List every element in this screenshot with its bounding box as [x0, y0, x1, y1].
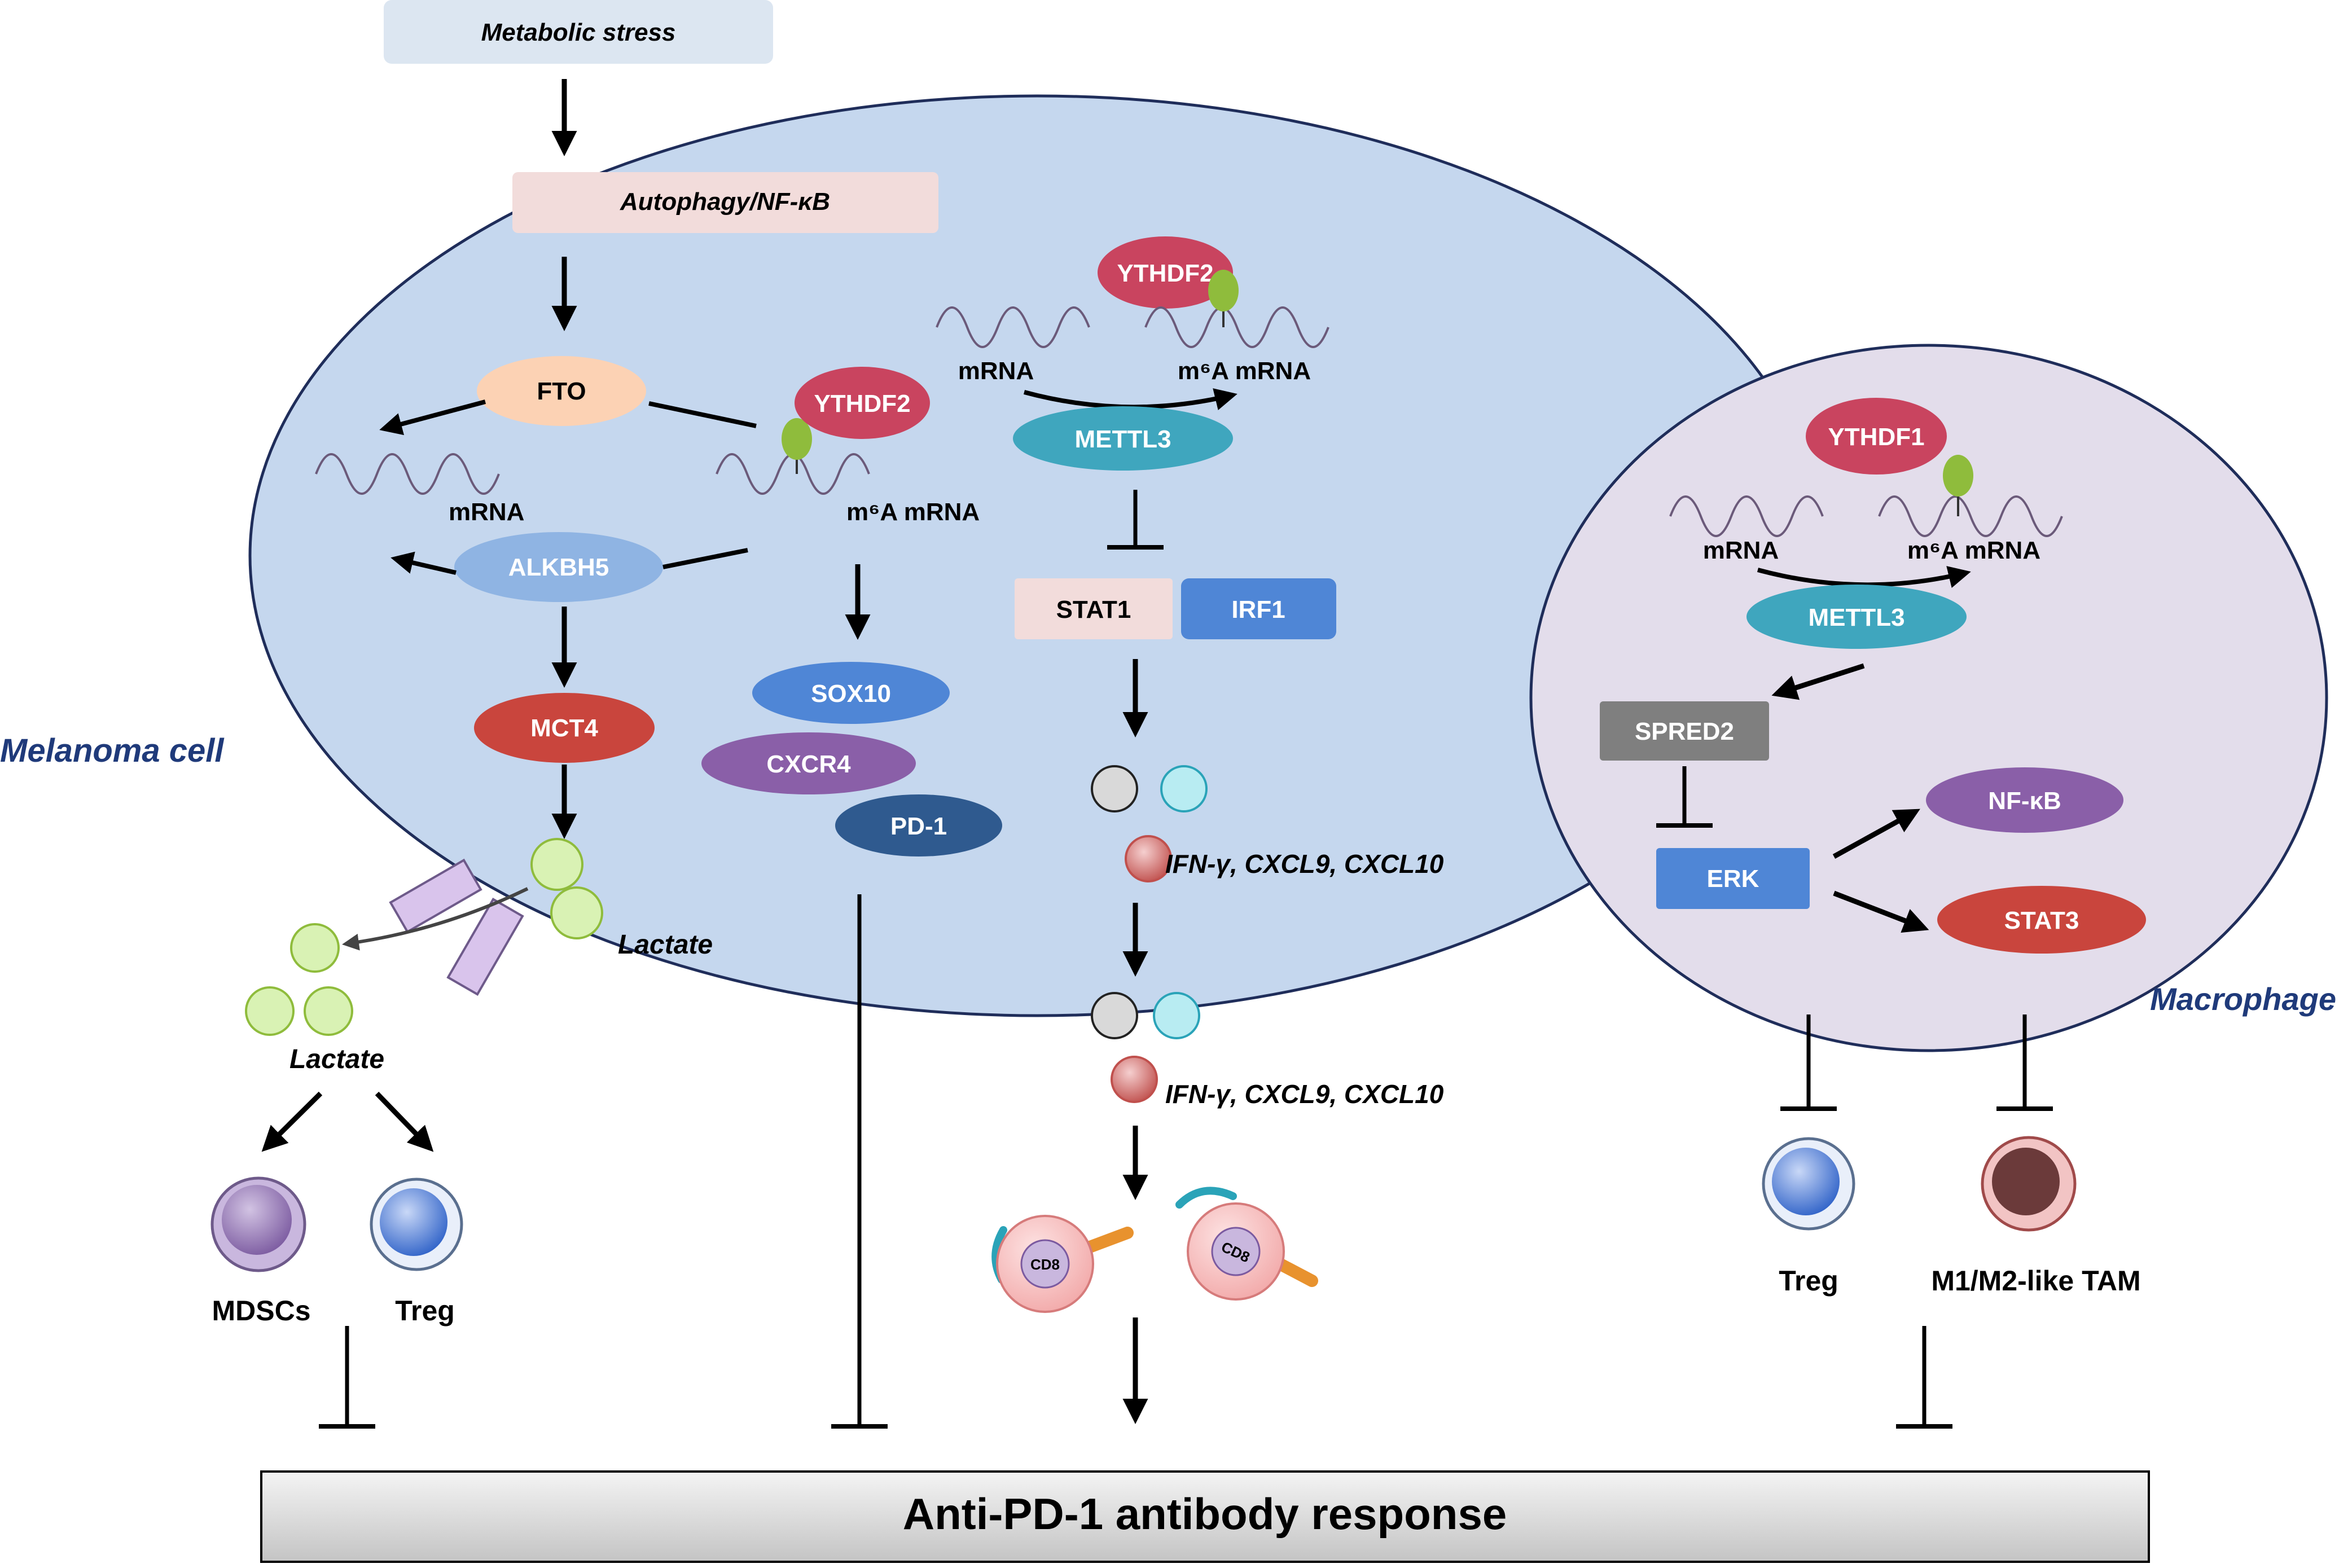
lactate-molecule-icon	[245, 986, 295, 1036]
stat1-box	[1015, 578, 1173, 639]
erk-box	[1656, 848, 1810, 909]
pd1-label: PD-1	[890, 812, 947, 840]
irf1-box	[1181, 578, 1336, 639]
ifn-cxcl-label-1: IFN-γ, CXCL9, CXCL10	[1165, 849, 1444, 879]
melanoma-cell-label: Melanoma cell	[0, 732, 225, 769]
spred2-box	[1600, 701, 1769, 761]
sox10-node	[752, 662, 950, 724]
fto-label: FTO	[537, 377, 586, 405]
m6a-mrna-label-macrophage: m⁶A mRNA	[1907, 537, 2040, 564]
mrna-label-right: mRNA	[958, 357, 1034, 385]
autophagy-label: Autophagy/NF-κB	[620, 188, 830, 216]
ythdf2-node-right	[1098, 236, 1233, 309]
alkbh5-demethylation-line	[662, 548, 748, 569]
arrow-erk-to-stat3	[1833, 890, 1929, 933]
lactate-molecule-icon	[290, 923, 340, 973]
cd8-label-1: CD8	[1030, 1256, 1060, 1273]
arrow-erk-to-nfkb	[1832, 809, 1920, 859]
arrow-mettl3-to-spred2	[1771, 663, 1865, 700]
arrow-alkbh5-to-mrna	[390, 551, 457, 575]
lactate-label-intracellular: Lactate	[618, 930, 713, 960]
macrophage-label: Macrophage	[2150, 981, 2336, 1017]
m6a-mrna-label-right: m⁶A mRNA	[1178, 357, 1311, 385]
cytokine-icon	[1125, 835, 1172, 882]
erk-label: ERK	[1707, 865, 1759, 893]
spred2-label: SPRED2	[1635, 718, 1734, 745]
mrna-wave-left	[315, 453, 500, 495]
cxcr4-label: CXCR4	[766, 750, 851, 778]
nfkb-label: NF-κB	[1988, 787, 2061, 815]
mrna-wave-macrophage	[1669, 495, 1824, 537]
mrna-label-macrophage: mRNA	[1703, 537, 1779, 564]
ythdf1-node	[1806, 398, 1947, 475]
cd8-t-cell-icon: CD8	[1175, 1187, 1318, 1301]
mct4-label: MCT4	[530, 714, 598, 742]
treg-nucleus-left	[380, 1188, 447, 1256]
mdsc-nucleus	[222, 1185, 292, 1255]
cd8-t-cell-icon: CD8	[991, 1215, 1134, 1313]
cytokine-icon	[1091, 992, 1138, 1039]
metabolic-stress-label: Metabolic stress	[481, 19, 676, 46]
stat1-label: STAT1	[1056, 596, 1131, 623]
fto-node	[477, 356, 646, 426]
cytokine-icon	[1153, 992, 1200, 1039]
stat3-node	[1937, 886, 2146, 954]
mettl3-node-melanoma	[1013, 406, 1233, 471]
mrna-label-left: mRNA	[449, 498, 524, 526]
ythdf2-node-left	[795, 367, 930, 439]
treg-label-right: Treg	[1779, 1265, 1838, 1297]
fto-demethylation-line	[648, 401, 757, 428]
mdscs-label: MDSCs	[212, 1295, 310, 1327]
ythdf1-label: YTHDF1	[1828, 423, 1924, 451]
ythdf2-label-right: YTHDF2	[1117, 260, 1213, 287]
m6a-mark-icon-right	[1208, 270, 1239, 311]
irf1-label: IRF1	[1231, 596, 1285, 623]
m6a-mrna-wave-right	[1144, 306, 1329, 348]
transporter-icon	[389, 858, 482, 934]
mrna-wave-right	[936, 306, 1090, 348]
response-bar	[260, 1470, 2150, 1563]
lactate-label-extracellular: Lactate	[289, 1044, 384, 1074]
arrow-lactate-to-treg	[375, 1091, 434, 1152]
arrow-lactate-efflux	[342, 887, 529, 951]
sox10-label: SOX10	[811, 680, 891, 708]
stat3-label: STAT3	[2004, 907, 2079, 934]
m6a-mrna-wave-macrophage	[1878, 495, 2063, 537]
alkbh5-node	[454, 532, 663, 602]
lactate-molecule-icon	[550, 886, 603, 939]
pd1-node	[835, 794, 1002, 857]
metabolic-stress-box	[384, 0, 773, 64]
nfkb-node	[1926, 767, 2123, 833]
lactate-molecule-icon	[530, 838, 583, 891]
cytokine-icon	[1111, 1056, 1158, 1103]
response-label: Anti-PD-1 antibody response	[903, 1489, 1507, 1539]
tam-nucleus	[1992, 1148, 2060, 1215]
arrow-fto-to-mrna	[379, 399, 486, 436]
m6a-mrna-label-left: m⁶A mRNA	[846, 498, 980, 526]
mettl3-label-macrophage: METTL3	[1808, 604, 1904, 631]
m6a-mark-icon-left	[782, 418, 812, 460]
cytokine-icon	[1160, 765, 1208, 812]
treg-nucleus-right	[1772, 1148, 1840, 1215]
lactate-molecule-icon	[304, 986, 353, 1036]
cytokine-icon	[1091, 765, 1138, 812]
treg-label-left: Treg	[395, 1295, 455, 1327]
arrow-lactate-to-mdscs	[261, 1091, 323, 1152]
transporter-icon	[446, 897, 524, 996]
mct4-node	[474, 693, 655, 763]
tam-label: M1/M2-like TAM	[1931, 1265, 2140, 1297]
cxcr4-node	[701, 732, 916, 794]
autophagy-box	[512, 172, 938, 233]
ythdf2-label-left: YTHDF2	[814, 390, 910, 418]
ifn-cxcl-label-2: IFN-γ, CXCL9, CXCL10	[1165, 1079, 1444, 1109]
alkbh5-label: ALKBH5	[508, 554, 609, 581]
mettl3-label-melanoma: METTL3	[1074, 425, 1171, 453]
m6a-mark-icon-macrophage	[1943, 455, 1973, 497]
mettl3-node-macrophage	[1746, 585, 1967, 649]
